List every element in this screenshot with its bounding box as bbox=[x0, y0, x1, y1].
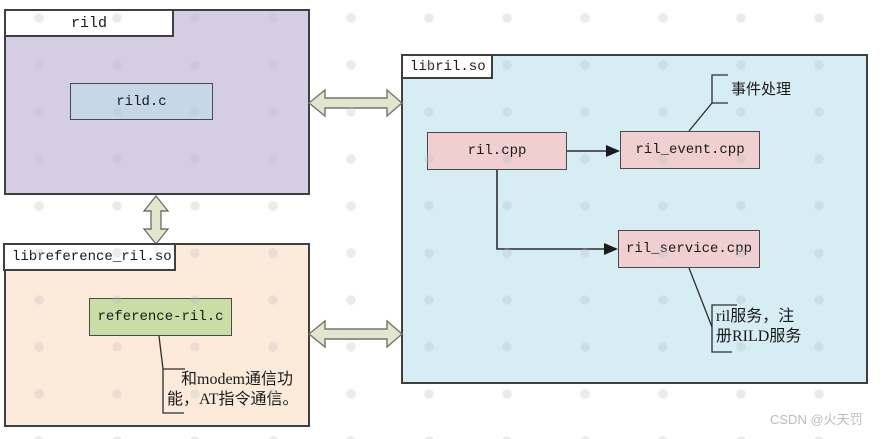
double-arrow-rild-libref-icon bbox=[142, 194, 170, 246]
note-ril-service: ril服务，注 册RILD服务 bbox=[716, 307, 801, 347]
note-modem-communication: 和modem通信功 能，AT指令通信。 bbox=[167, 370, 299, 410]
file-rild-c: rild.c bbox=[70, 83, 213, 120]
double-arrow-rild-libril-icon bbox=[307, 88, 404, 118]
file-ril-service-cpp: ril_service.cpp bbox=[618, 230, 760, 268]
note-ril-service-line2: 册RILD服务 bbox=[716, 328, 802, 345]
module-libril-so bbox=[401, 54, 868, 384]
file-ril-cpp: ril.cpp bbox=[427, 132, 567, 170]
file-reference-ril-c: reference-ril.c bbox=[89, 298, 232, 336]
note-event-handling: 事件处理 bbox=[731, 82, 792, 98]
file-ril-event-cpp: ril_event.cpp bbox=[620, 131, 760, 169]
note-modem-line1: 和modem通信功 bbox=[181, 371, 293, 388]
double-arrow-libref-libril-icon bbox=[307, 319, 404, 349]
tab-rild: rild bbox=[4, 9, 174, 37]
tab-libril-so: libril.so bbox=[401, 54, 493, 79]
tab-libreference-ril-so: libreference_ril.so bbox=[3, 243, 176, 271]
note-modem-line2: 能，AT指令通信。 bbox=[167, 391, 299, 408]
note-ril-service-line1: ril服务，注 bbox=[716, 308, 795, 325]
csdn-watermark: CSDN @火天罚 bbox=[770, 412, 863, 427]
